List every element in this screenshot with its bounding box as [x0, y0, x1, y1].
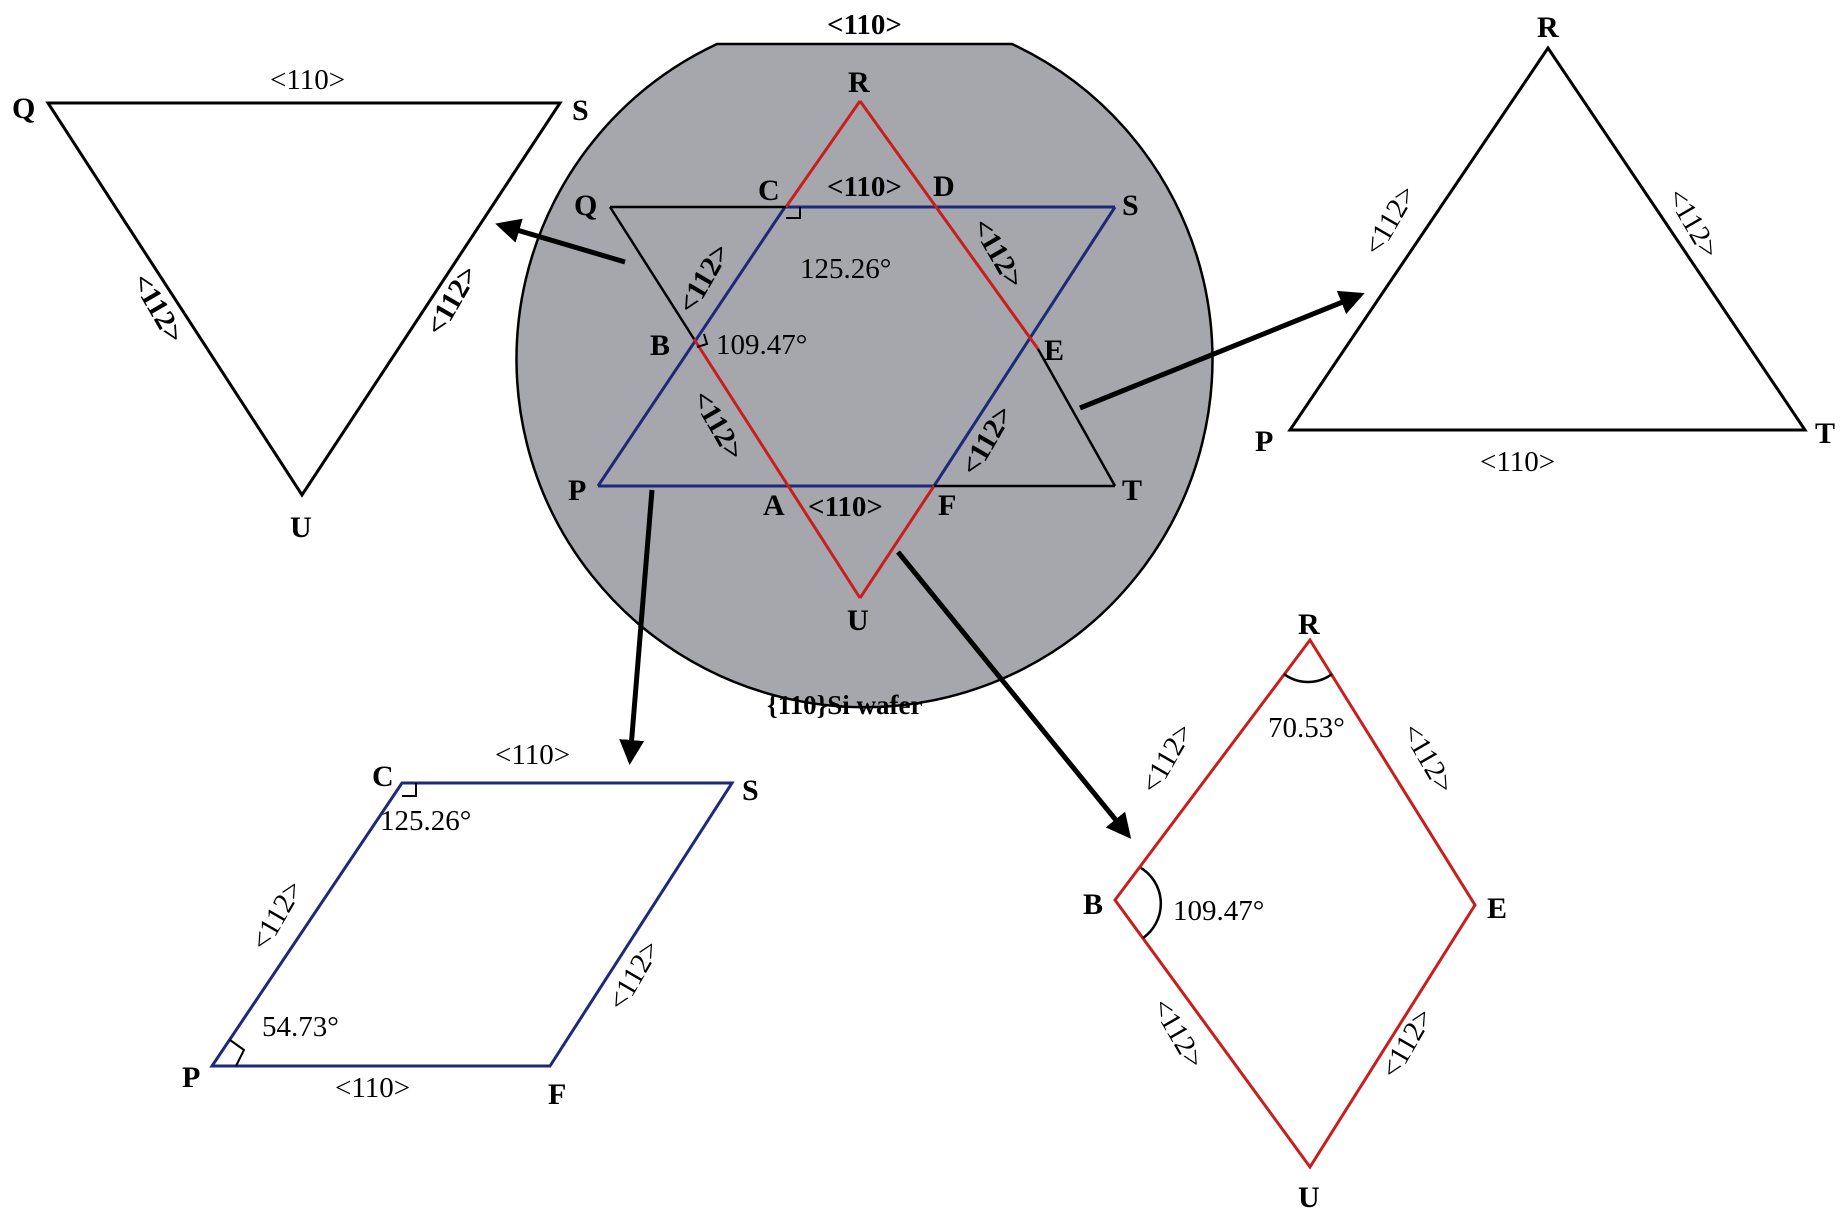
triangle-rpt: R P T <112> <112> <110>	[1255, 11, 1835, 478]
parallelogram-cspf: C S P F <110> <112> <112> <110> 125.26° …	[182, 739, 759, 1111]
rhombus-point-r: R	[1298, 608, 1320, 641]
rhombus-point-e: E	[1487, 892, 1507, 925]
parallelogram-point-f: F	[548, 1078, 566, 1111]
wafer-point-q: Q	[574, 189, 597, 222]
wafer-point-s: S	[1122, 189, 1139, 222]
wafer-point-b: B	[650, 329, 670, 362]
wafer-label-af: <110>	[808, 491, 883, 523]
wafer-edge-sp	[932, 206, 1117, 487]
parallelogram-point-p: P	[182, 1061, 200, 1094]
triangle-rpt-point-r: R	[1537, 11, 1559, 44]
triangle-rpt-label-right: <112>	[1660, 183, 1725, 264]
parallelogram-point-s: S	[742, 774, 759, 807]
wafer-right-angle-b	[696, 333, 709, 348]
triangle-qsu-point-u: U	[290, 511, 312, 544]
rhombus-angle-arc-r	[1283, 672, 1333, 684]
parallelogram-label-left: <112>	[245, 875, 310, 956]
parallelogram-angle-c: 125.26°	[380, 805, 471, 837]
rhombus-angle-arc-b	[1140, 866, 1163, 940]
wafer-edge-ru-left	[784, 100, 862, 208]
wafer-point-f: F	[938, 489, 956, 522]
rhombus-label-bu: <112>	[1145, 993, 1210, 1074]
wafer-label-cd: <110>	[827, 171, 902, 203]
triangle-qsu-shape	[45, 101, 563, 498]
parallelogram-shape	[209, 781, 735, 1068]
rhombus-rbeu: R B E U <112> <112> <112> <112> 70.53° 1…	[1083, 608, 1507, 1214]
wafer-edge-qb	[608, 206, 696, 340]
wafer-point-e: E	[1044, 334, 1064, 367]
wafer-point-a: A	[763, 489, 785, 522]
rhombus-label-rb: <112>	[1135, 718, 1200, 799]
arrow-to-triangle-qsu	[495, 218, 626, 265]
wafer-right-angle-c	[786, 207, 801, 219]
wafer-point-d: D	[933, 170, 955, 203]
parallelogram-point-c: C	[372, 760, 394, 793]
arrow-to-parallelogram	[619, 489, 655, 765]
triangle-rpt-label-bottom: <110>	[1480, 446, 1555, 478]
triangle-qsu-point-s: S	[572, 94, 589, 127]
parallelogram-label-right: <112>	[602, 935, 667, 1016]
wafer-edge-fu	[858, 485, 936, 599]
wafer-edge-ru-right	[858, 100, 1040, 350]
triangle-rpt-point-t: T	[1815, 417, 1835, 450]
parallelogram-label-bottom: <110>	[335, 1072, 410, 1104]
parallelogram-angle-p: 54.73°	[262, 1011, 339, 1043]
rhombus-point-b: B	[1083, 888, 1103, 921]
wafer-name: {110}Si wafer	[767, 690, 923, 720]
wafer-edge-et	[1036, 348, 1117, 487]
wafer-angle-obtuse: 125.26°	[800, 253, 891, 285]
triangle-rpt-shape	[1287, 45, 1808, 432]
wafer-group: R C D Q S B E P A F T U <110> <110> <110…	[515, 9, 1214, 720]
parallelogram-right-angle-c	[402, 783, 417, 797]
wafer-point-c: C	[758, 174, 780, 207]
wafer-flat-label: <110>	[827, 9, 902, 41]
parallelogram-label-top: <110>	[495, 739, 570, 771]
triangle-qsu: Q S U <110> <112> <112>	[12, 64, 589, 544]
triangle-rpt-point-p: P	[1255, 425, 1273, 458]
wafer-point-r: R	[848, 66, 870, 99]
rhombus-angle-b: 109.47°	[1173, 895, 1264, 927]
triangle-qsu-label-top: <110>	[270, 64, 345, 96]
arrow-to-rhombus	[896, 550, 1132, 839]
rhombus-shape	[1113, 637, 1477, 1170]
arrows	[495, 218, 1365, 839]
triangle-qsu-point-q: Q	[12, 92, 35, 125]
wafer-edge-pc	[596, 206, 787, 487]
wafer-point-t: T	[1122, 474, 1142, 507]
rhombus-angle-r: 70.53°	[1268, 712, 1345, 744]
wafer-edge-bu	[692, 338, 862, 599]
wafer-point-p: P	[568, 474, 586, 507]
parallelogram-right-angle-p	[229, 1039, 246, 1067]
wafer-point-u: U	[847, 604, 869, 637]
wafer-angle-b: 109.47°	[716, 329, 807, 361]
rhombus-label-eu: <112>	[1375, 1003, 1440, 1084]
rhombus-point-u: U	[1298, 1181, 1320, 1214]
rhombus-label-re: <112>	[1395, 718, 1460, 799]
arrow-to-triangle-rpt	[1079, 290, 1365, 411]
wafer-disc	[515, 42, 1214, 709]
